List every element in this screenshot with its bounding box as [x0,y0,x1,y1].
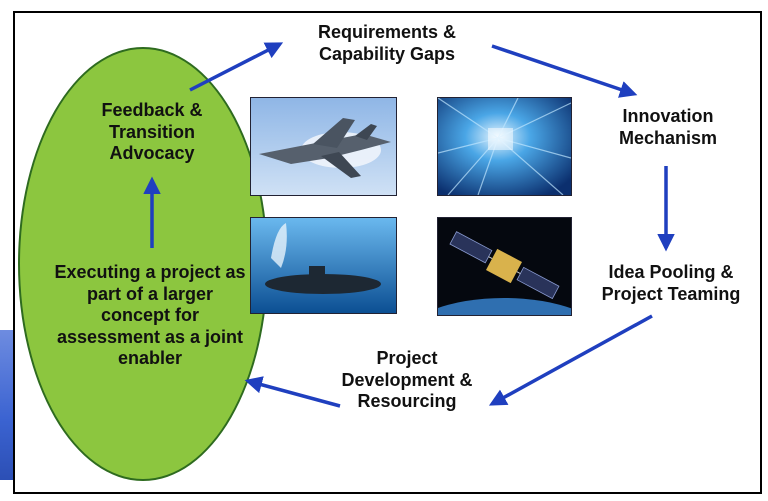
node-feedback: Feedback & Transition Advocacy [101,100,203,164]
submarine-image [250,217,397,314]
node-executing: Executing a project as part of a larger … [54,262,246,369]
node-innovation: Innovation Mechanism [618,106,718,148]
node-idea-pooling: Idea Pooling & Project Teaming [601,262,741,304]
jet-image [250,97,397,196]
arrow-feedback-to-requirements [189,42,284,92]
node-project-development: Project Development & Resourcing [341,348,473,412]
node-requirements: Requirements & Capability Gaps [317,22,457,64]
arrow-idea-to-development [488,314,653,406]
arrow-development-to-executing [244,376,341,408]
abstract-image [437,97,572,196]
execution-ellipse [18,47,268,481]
arrow-requirements-to-innovation [491,44,638,98]
slide-edge-strip [0,330,13,480]
satellite-image [437,217,572,316]
